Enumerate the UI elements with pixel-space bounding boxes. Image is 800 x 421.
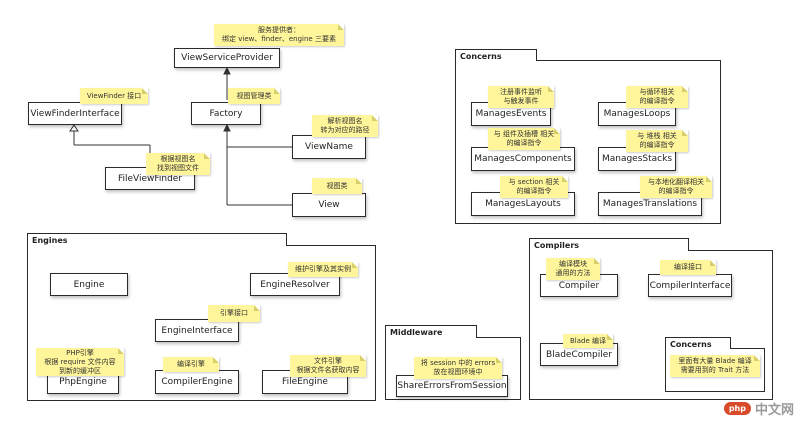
note-layouts: 与 section 相关 的编译指令 — [500, 176, 568, 198]
note-components: 与 组件及插槽 相关 的编译指令 — [488, 128, 560, 150]
note-compiler-concerns: 里面有大量 Blade 编译 需要用到的 Trait 方法 — [670, 355, 760, 377]
package-engines-tab: Engines — [27, 233, 287, 246]
note-compiler: 编译模块 通用的方法 — [546, 258, 600, 280]
note-view: 视图类 — [312, 178, 362, 194]
class-engine: Engine — [50, 273, 128, 296]
note-compiler-engine: 编译引擎 — [163, 357, 219, 372]
note-events: 注册事件监听 与触发事件 — [488, 86, 554, 108]
class-engine-interface: EngineInterface — [155, 319, 239, 342]
note-translations: 与本地化翻译相关 的编译指令 — [640, 176, 712, 198]
note-view-name: 解析视图名 转为对应的路径 — [312, 115, 378, 137]
class-compiler-engine: CompilerEngine — [155, 370, 239, 394]
note-blade: Blade 编译 — [563, 334, 613, 348]
note-view-manager: 视图管理类 — [228, 88, 280, 104]
class-view: View — [292, 193, 366, 217]
class-compiler-interface: CompilerInterface — [648, 274, 732, 297]
note-compiler-interface: 编译接口 — [660, 260, 716, 275]
class-factory: Factory — [191, 102, 261, 125]
note-engine-interface: 引擎接口 — [208, 305, 260, 322]
note-file-view-finder: 根据视图名 找到视图文件 — [146, 153, 210, 175]
package-concerns-tab: Concerns — [455, 49, 537, 61]
class-view-finder-interface: ViewFinderInterface — [28, 102, 122, 125]
note-engine-resolver: 维护引擎及其实例 — [288, 262, 358, 277]
package-compiler-concerns-tab: Concerns — [665, 337, 731, 349]
watermark-badge: php — [723, 402, 751, 415]
class-manages-components: ManagesComponents — [471, 147, 575, 171]
note-loops: 与循环相关 的编译指令 — [626, 86, 688, 108]
note-service-provider: 服务提供者： 绑定 view、finder、engine 三要素 — [214, 24, 344, 46]
note-file-engine: 文件引擎 根据文件名获取内容 — [290, 355, 366, 377]
note-middleware: 将 session 中的 errors 放在视图环境中 — [414, 357, 502, 379]
package-middleware-tab: Middleware — [385, 325, 477, 338]
watermark-text: 中文网 — [754, 403, 794, 418]
site-watermark: php 中文网 — [723, 399, 794, 418]
class-view-name: ViewName — [292, 135, 366, 159]
note-view-finder: ViewFinder 接口 — [80, 88, 148, 104]
package-compilers-tab: Compilers — [529, 238, 689, 251]
note-php-engine: PHP引擎 根据 require 文件内容 到新的缓冲区 — [36, 348, 124, 376]
note-stacks: 与 堆栈 相关 的编译指令 — [626, 130, 688, 152]
class-view-service-provider: ViewServiceProvider — [174, 48, 280, 68]
